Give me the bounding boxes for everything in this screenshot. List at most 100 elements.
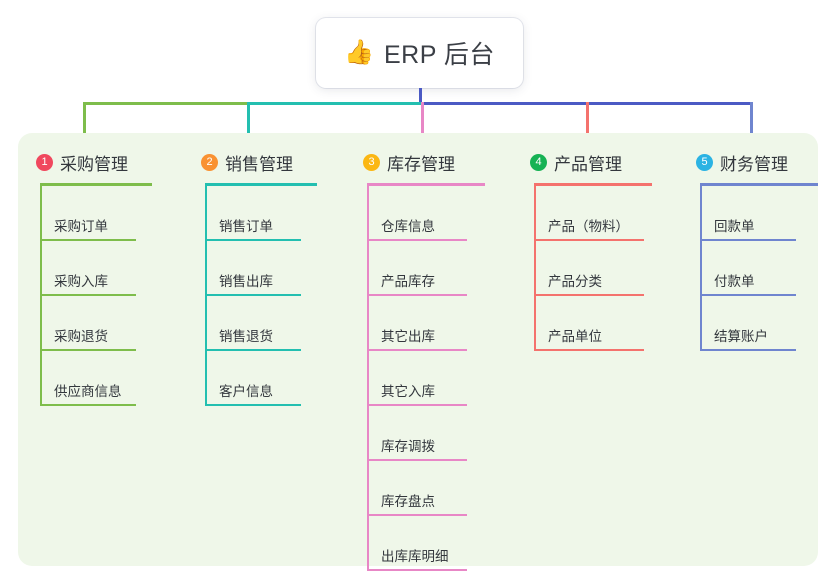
column-number-badge: 3 [363,153,380,171]
module-item[interactable]: 产品库存 [345,241,485,296]
module-item-rule [700,294,796,296]
column-title: 产品管理 [554,154,622,174]
column-spine [534,186,536,351]
module-item-rule [700,239,796,241]
column-number-badge: 2 [201,153,218,171]
module-item-label: 仓库信息 [381,219,435,234]
column-spine [40,186,42,406]
module-item-rule [367,459,467,461]
module-item-rule [40,349,136,351]
module-item[interactable]: 付款单 [678,241,818,296]
module-item-rule [534,349,644,351]
module-item[interactable]: 供应商信息 [18,351,152,406]
column-title: 采购管理 [60,154,128,174]
module-item-label: 其它入库 [381,384,435,399]
module-item-rule [205,239,301,241]
module-item[interactable]: 其它入库 [345,351,485,406]
modules-panel: 1 采购管理采购订单采购入库采购退货供应商信息 2 销售管理销售订单销售出库销售退货客… [18,133,818,571]
module-item[interactable]: 采购退货 [18,296,152,351]
module-item[interactable]: 销售出库 [183,241,317,296]
module-item-rule [367,514,467,516]
module-column-3: 3 库存管理仓库信息产品库存其它出库其它入库库存调拨库存盘点出库库明细 [345,147,485,571]
module-item[interactable]: 产品单位 [512,296,652,351]
thumbs-up-icon: 👍 [344,39,374,66]
module-item[interactable]: 结算账户 [678,296,818,351]
column-number-badge: 5 [696,153,713,171]
module-item[interactable]: 产品分类 [512,241,652,296]
column-header-rule [40,183,152,186]
module-item-label: 库存盘点 [381,494,435,509]
module-column-4: 4 产品管理产品（物料） 产品分类产品单位 [512,147,652,351]
module-item-label: 采购退货 [54,329,108,344]
module-item[interactable]: 采购订单 [18,186,152,241]
column-items: 仓库信息产品库存其它出库其它入库库存调拨库存盘点出库库明细 [345,186,485,571]
module-column-2: 2 销售管理销售订单销售出库销售退货客户信息 [183,147,317,406]
column-number-badge: 1 [36,153,53,171]
column-title: 库存管理 [387,154,455,174]
module-item-rule [534,294,644,296]
connector-bus-segment-1 [83,102,249,105]
column-spine [367,186,369,571]
connector-drop-4 [586,102,589,152]
module-item[interactable]: 出库库明细 [345,516,485,571]
column-number-badge: 4 [530,153,547,171]
module-item[interactable]: 采购入库 [18,241,152,296]
module-item-rule [367,569,467,571]
module-item-label: 销售出库 [219,274,273,289]
column-items: 产品（物料） 产品分类产品单位 [512,186,652,351]
module-item-label: 其它出库 [381,329,435,344]
column-header-rule [534,183,652,186]
module-item-rule [205,349,301,351]
module-item-label: 采购入库 [54,274,108,289]
module-item[interactable]: 库存调拨 [345,406,485,461]
column-header-5[interactable]: 5 财务管理 [678,147,818,177]
module-item-label: 销售订单 [219,219,273,234]
column-header-2[interactable]: 2 销售管理 [183,147,317,177]
module-item[interactable]: 其它出库 [345,296,485,351]
module-item-label: 销售退货 [219,329,273,344]
column-spine [700,186,702,351]
module-item-rule [367,294,467,296]
root-title-card[interactable]: 👍 ERP 后台 [316,18,523,88]
module-item-label: 库存调拨 [381,439,435,454]
column-title: 财务管理 [720,154,788,174]
module-column-5: 5 财务管理回款单付款单结算账户 [678,147,818,351]
module-item[interactable]: 产品（物料） [512,186,652,241]
module-item-rule [367,349,467,351]
module-item[interactable]: 销售退货 [183,296,317,351]
connector-drop-2 [247,102,250,152]
module-item-label: 供应商信息 [54,384,122,399]
module-item-label: 产品分类 [548,274,602,289]
column-header-1[interactable]: 1 采购管理 [18,147,152,177]
connector-drop-5 [750,102,753,152]
column-header-rule [205,183,317,186]
column-header-rule [700,183,818,186]
module-item-rule [205,294,301,296]
connector-drop-1 [83,102,86,152]
column-items: 采购订单采购入库采购退货供应商信息 [18,186,152,406]
column-items: 回款单付款单结算账户 [678,186,818,351]
column-title: 销售管理 [225,154,293,174]
module-item-rule [40,404,136,406]
page-title: ERP 后台 [383,41,495,69]
module-item-label: 付款单 [714,274,755,289]
module-item-rule [205,404,301,406]
column-items: 销售订单销售出库销售退货客户信息 [183,186,317,406]
column-header-4[interactable]: 4 产品管理 [512,147,652,177]
module-item-rule [40,294,136,296]
module-item-rule [534,239,644,241]
module-item-rule [700,349,796,351]
module-item-label: 采购订单 [54,219,108,234]
module-item-rule [40,239,136,241]
column-header-rule [367,183,485,186]
module-item[interactable]: 客户信息 [183,351,317,406]
connector-drop-3 [421,102,424,152]
connector-trunk [419,88,422,105]
column-header-3[interactable]: 3 库存管理 [345,147,485,177]
module-item[interactable]: 销售订单 [183,186,317,241]
module-item[interactable]: 仓库信息 [345,186,485,241]
module-item[interactable]: 库存盘点 [345,461,485,516]
column-spine [205,186,207,406]
module-item[interactable]: 回款单 [678,186,818,241]
